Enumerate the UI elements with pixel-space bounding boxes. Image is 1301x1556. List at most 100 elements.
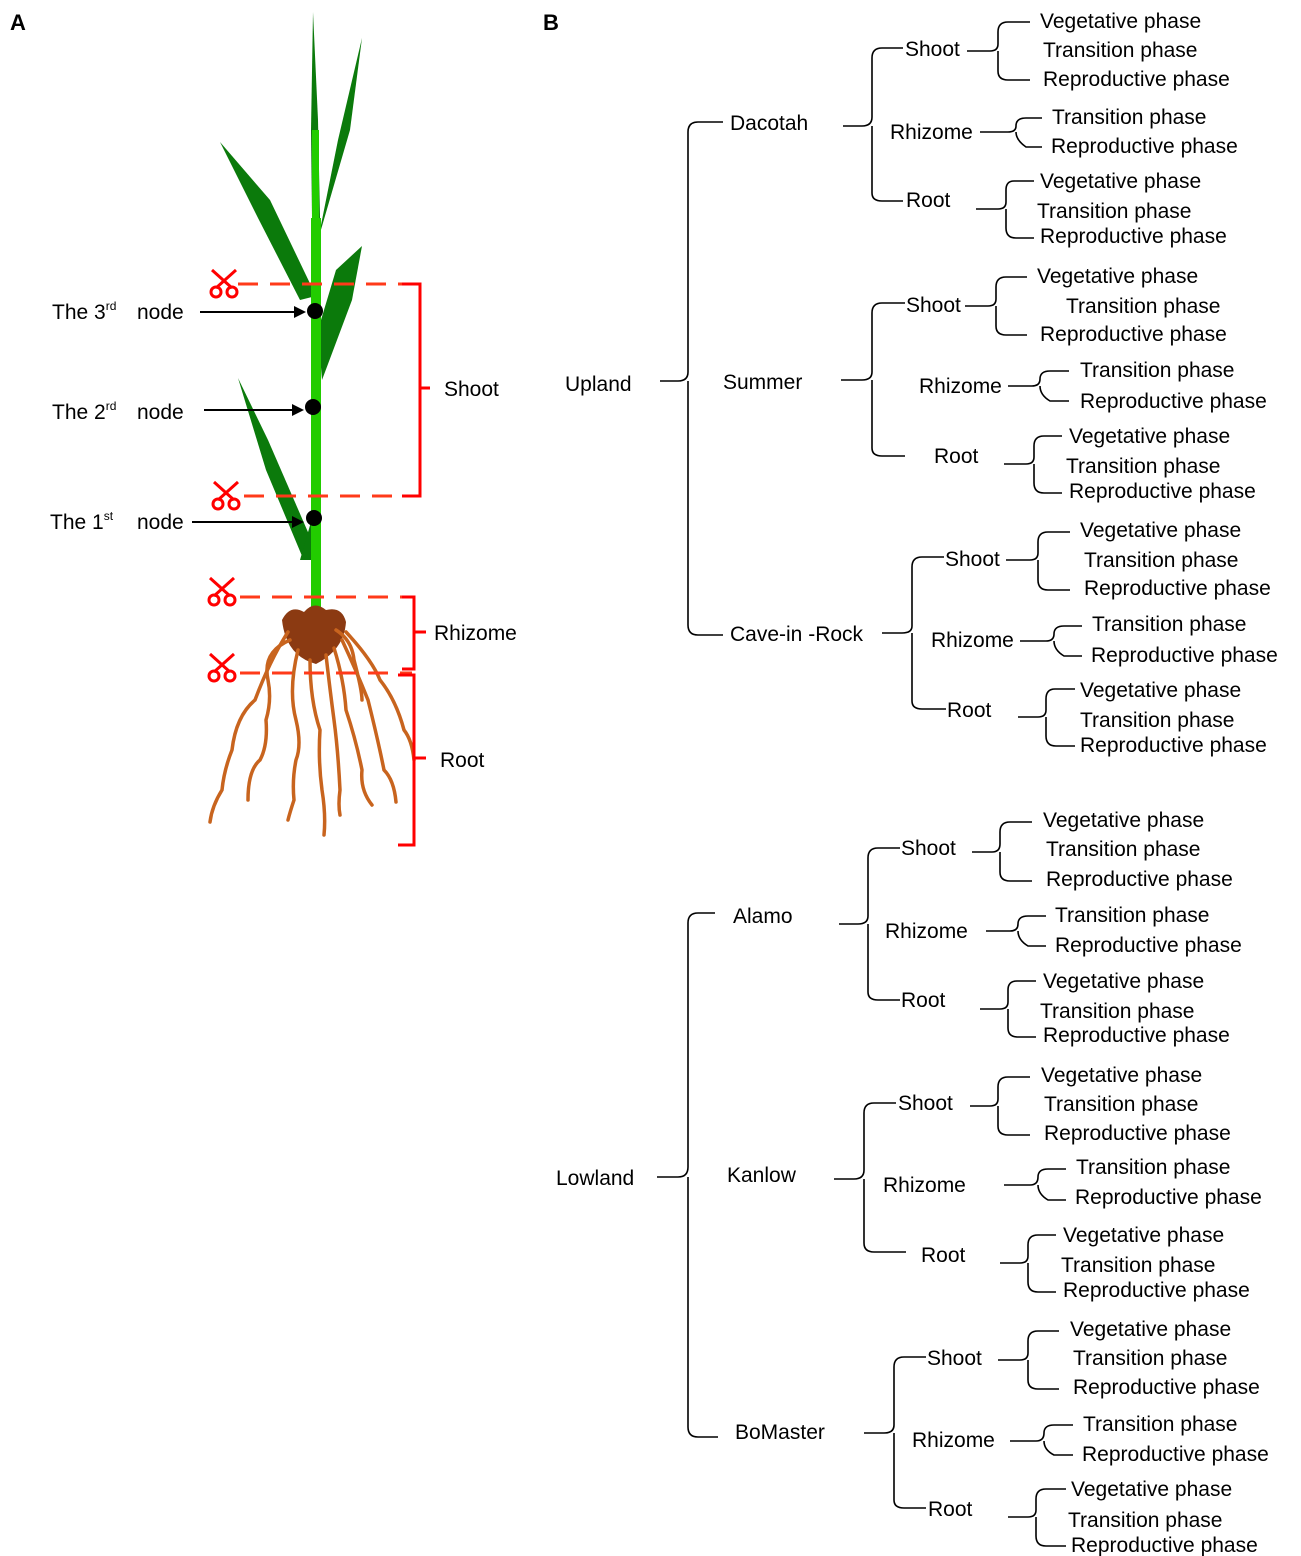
panel-letter-b: B — [543, 10, 559, 35]
phase-label: Vegetative phase — [1043, 809, 1204, 832]
cultivar-label: Kanlow — [727, 1164, 797, 1187]
node-label-2: The 2rd node — [52, 399, 184, 424]
phase-label: Transition phase — [1052, 106, 1206, 129]
phase-label: Reproductive phase — [1080, 390, 1267, 413]
rhizome-bracket — [402, 597, 426, 669]
node-2 — [305, 399, 321, 415]
phase-label: Reproductive phase — [1075, 1186, 1262, 1209]
phase-label: Transition phase — [1068, 1509, 1222, 1532]
phase-label: Reproductive phase — [1071, 1534, 1258, 1556]
phase-label: Reproductive phase — [1043, 68, 1230, 91]
tissue-label: Root — [906, 189, 951, 212]
node-label-suffix: node — [137, 301, 184, 324]
scissors-icon — [213, 482, 239, 509]
phase-label: Reproductive phase — [1082, 1443, 1269, 1466]
rhizome-label: Rhizome — [434, 622, 517, 645]
phase-label: Transition phase — [1037, 200, 1191, 223]
tissue-label: Root — [934, 445, 979, 468]
node-label-1: The 1st node — [50, 509, 184, 534]
phase-label: Transition phase — [1066, 455, 1220, 478]
tissue-label: Rhizome — [885, 920, 968, 943]
phase-label: Transition phase — [1061, 1254, 1215, 1277]
phase-label: Vegetative phase — [1071, 1478, 1232, 1501]
bracket — [980, 118, 1042, 147]
leaf — [318, 246, 362, 380]
tissue-label: Shoot — [905, 38, 960, 61]
bracket — [976, 181, 1034, 238]
phase-label: Transition phase — [1073, 1347, 1227, 1370]
tissue-label: Shoot — [945, 548, 1000, 571]
phase-label: Transition phase — [1084, 549, 1238, 572]
ecotype-label: Lowland — [556, 1167, 634, 1190]
node-label-suffix: node — [137, 401, 184, 424]
scissors-icon — [211, 270, 237, 297]
shoot-bracket — [402, 284, 430, 496]
svg-text:The 3rd: The 3rd — [52, 299, 116, 324]
bracket — [1010, 1425, 1073, 1455]
phase-label: Vegetative phase — [1080, 679, 1241, 702]
svg-text:The 2rd: The 2rd — [52, 399, 116, 424]
phase-label: Reproductive phase — [1091, 644, 1278, 667]
scissors-icon — [209, 654, 235, 681]
tissue-label: Shoot — [901, 837, 956, 860]
phase-label: Reproductive phase — [1040, 323, 1227, 346]
root-strand — [326, 655, 340, 815]
phase-label: Transition phase — [1066, 295, 1220, 318]
node-label-prefix: The 2 — [52, 401, 106, 424]
bracket — [980, 981, 1036, 1037]
arrow-head — [294, 306, 306, 318]
cultivar-label: BoMaster — [735, 1421, 825, 1444]
node-label-sup: rd — [106, 299, 117, 313]
phase-label: Reproductive phase — [1055, 934, 1242, 957]
phase-label: Transition phase — [1076, 1156, 1230, 1179]
bracket — [1020, 626, 1082, 656]
phase-label: Vegetative phase — [1040, 170, 1201, 193]
bracket — [1004, 1169, 1066, 1200]
phase-label: Vegetative phase — [1070, 1318, 1231, 1341]
phase-label: Transition phase — [1055, 904, 1209, 927]
phase-label: Transition phase — [1044, 1093, 1198, 1116]
node-3 — [307, 303, 323, 319]
phase-label: Transition phase — [1080, 709, 1234, 732]
scissors-icon — [209, 578, 235, 605]
node-label-prefix: The 1 — [50, 511, 104, 534]
sampling-tree: Upland Dacotah Shoot Vegetative phase Tr… — [556, 10, 1278, 1556]
phase-label: Vegetative phase — [1043, 970, 1204, 993]
phase-label: Reproductive phase — [1063, 1279, 1250, 1302]
cultivar-label: Alamo — [733, 905, 793, 928]
plant-illustration: Shoot Rhizome Root The 3rd node The 2rd … — [50, 12, 517, 845]
bracket — [1018, 689, 1075, 746]
node-label-prefix: The 3 — [52, 301, 106, 324]
phase-label: Reproductive phase — [1044, 1122, 1231, 1145]
node-label-suffix: node — [137, 511, 184, 534]
tissue-label: Root — [921, 1244, 966, 1267]
tissue-label: Root — [901, 989, 946, 1012]
tissue-label: Shoot — [927, 1347, 982, 1370]
arrow-head — [292, 404, 304, 416]
node-label-sup: rd — [106, 399, 117, 413]
phase-label: Vegetative phase — [1040, 10, 1201, 33]
cultivar-label: Summer — [723, 371, 802, 394]
node-label-sup: st — [104, 509, 114, 523]
tissue-label: Root — [928, 1498, 973, 1521]
bracket — [1008, 1489, 1066, 1546]
leaf — [220, 142, 316, 300]
bracket — [972, 822, 1032, 881]
leaf — [238, 378, 314, 556]
phase-label: Transition phase — [1040, 1000, 1194, 1023]
cultivar-label: Dacotah — [730, 112, 808, 135]
root-strand — [248, 640, 290, 800]
root-strand — [310, 660, 325, 835]
phase-label: Reproductive phase — [1073, 1376, 1260, 1399]
node-1 — [306, 510, 322, 526]
tissue-label: Rhizome — [931, 629, 1014, 652]
node-label-3: The 3rd node — [52, 299, 184, 324]
phase-label: Reproductive phase — [1051, 135, 1238, 158]
phase-label: Transition phase — [1046, 838, 1200, 861]
bracket — [967, 22, 1030, 80]
phase-label: Vegetative phase — [1063, 1224, 1224, 1247]
phase-label: Reproductive phase — [1069, 480, 1256, 503]
root-label: Root — [440, 749, 485, 772]
tissue-label: Rhizome — [883, 1174, 966, 1197]
